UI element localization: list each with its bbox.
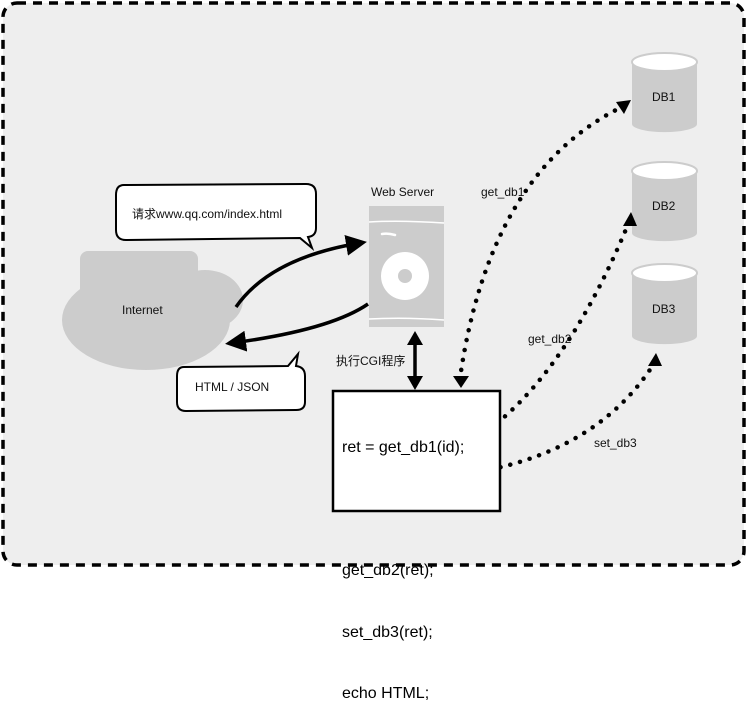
db3-arrowhead	[648, 353, 662, 366]
cgi-code-lines: ret = get_db1(id); get_db2(ret); set_db3…	[342, 397, 464, 725]
diagram-canvas	[1, 1, 746, 567]
request-arrow	[234, 234, 367, 308]
code-line: echo HTML;	[342, 685, 430, 702]
web-server-icon	[368, 206, 445, 327]
response-bubble	[176, 350, 306, 413]
db3-icon	[631, 263, 698, 345]
db3-label: DB3	[652, 302, 676, 316]
web-server-label: Web Server	[371, 185, 435, 199]
internet-cloud-icon	[62, 251, 243, 370]
request-bubble	[115, 182, 317, 252]
get-db1-edge	[457, 103, 627, 381]
request-bubble-text: 请求www.qq.com/index.html	[132, 207, 283, 221]
code-line: ret = get_db1(id);	[342, 439, 465, 456]
get-db1-label: get_db1	[481, 185, 525, 199]
code-line: set_db3(ret);	[342, 623, 433, 641]
db1-label: DB1	[652, 90, 676, 104]
set-db3-edge	[475, 359, 658, 475]
cgi-label: 执行CGI程序	[336, 354, 406, 368]
get-db1-arrowhead	[453, 376, 469, 388]
db2-icon	[631, 161, 698, 242]
set-db3-label: set_db3	[594, 436, 637, 450]
cgi-code-box	[331, 389, 502, 513]
db2-arrowhead	[623, 212, 637, 226]
code-line	[342, 500, 464, 521]
internet-label: Internet	[122, 303, 163, 317]
code-line: get_db2(ret);	[342, 562, 434, 579]
db2-label: DB2	[652, 199, 676, 213]
db1-arrowhead	[616, 100, 631, 114]
response-arrow	[225, 302, 369, 352]
db1-icon	[631, 52, 698, 133]
response-bubble-text: HTML / JSON	[195, 380, 270, 394]
cgi-double-arrow	[407, 331, 423, 390]
get-db2-label: get_db2	[528, 332, 572, 346]
